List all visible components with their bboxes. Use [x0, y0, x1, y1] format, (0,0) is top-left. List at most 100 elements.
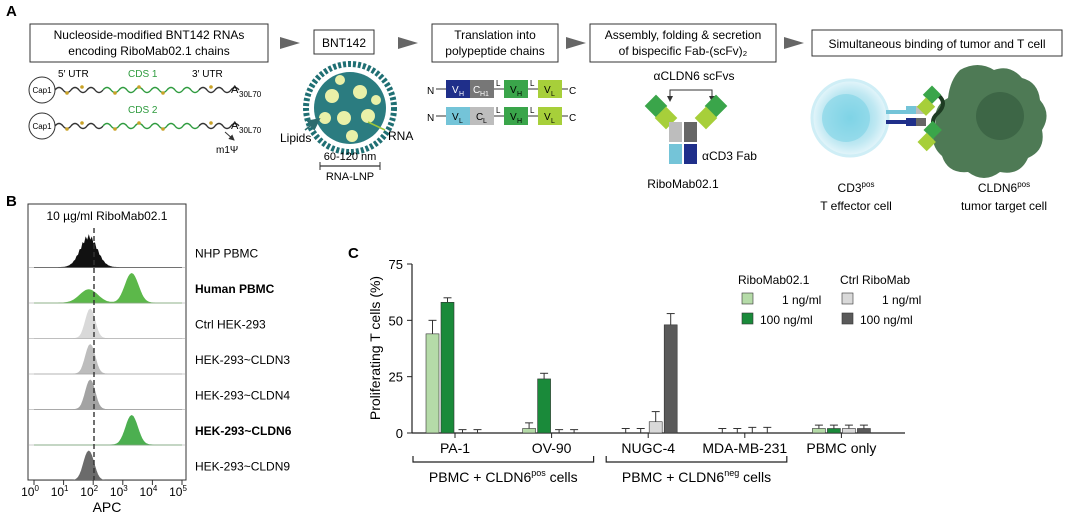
bar-legend-label: 100 ng/ml	[760, 313, 813, 327]
m1psi-label: m1Ψ	[216, 145, 238, 156]
svg-text:H1: H1	[480, 91, 489, 98]
svg-text:H: H	[517, 91, 522, 98]
bar-legend-swatch	[741, 292, 754, 305]
histogram-xtick-label: 103	[110, 484, 128, 499]
rna-construct-1: Cap1 5′ UTR CDS 1 3′ UTR A 30L70	[28, 69, 262, 104]
svg-text:N: N	[427, 86, 434, 97]
bar-bracket	[412, 456, 595, 463]
step-arrow-2-head	[398, 37, 418, 49]
histogram-title: 10 µg/ml RiboMab02.1	[47, 209, 168, 223]
svg-text:CDS 2: CDS 2	[128, 105, 158, 116]
step-assembly-line2: of bispecific Fab-(scFv)₂	[619, 44, 748, 58]
svg-text:L: L	[459, 118, 463, 125]
bar-ylabel: Proliferating T cells (%)	[367, 276, 383, 420]
svg-text:H: H	[459, 91, 464, 98]
svg-text:V: V	[510, 112, 517, 123]
svg-text:5′ UTR: 5′ UTR	[58, 69, 89, 80]
bar-4-0	[812, 428, 826, 434]
bar-ytick-label: 25	[389, 370, 403, 385]
svg-text:L: L	[551, 91, 555, 98]
bar-1-0	[522, 428, 536, 434]
lnp-name: RNA-LNP	[326, 171, 374, 183]
panel-b-letter: B	[6, 193, 17, 210]
bar-legend-swatch	[741, 312, 754, 325]
svg-text:L: L	[483, 118, 487, 125]
panel-c-letter: C	[348, 245, 359, 262]
bar-series	[425, 297, 871, 434]
svg-text:Cap1: Cap1	[32, 86, 52, 95]
bar-bracket-label: PBMC + CLDN6neg cells	[622, 468, 771, 485]
bar-legend-label: 1 ng/ml	[782, 293, 821, 307]
bar-bracket	[605, 456, 788, 463]
t-cell-label-2: T effector cell	[820, 199, 892, 213]
step-translation-line2: polypeptide chains	[445, 44, 544, 58]
svg-text:3′ UTR: 3′ UTR	[192, 69, 223, 80]
histogram-row-label: Ctrl HEK-293	[195, 318, 266, 332]
bar-category-label: MDA-MB-231	[702, 440, 787, 456]
histogram-row-label: HEK-293~CLDN3	[195, 353, 290, 367]
bar-legend-swatch	[841, 292, 854, 305]
polypeptide-chain-heavy: N V H C H1 L V H L V L C	[427, 79, 576, 98]
svg-text:L: L	[551, 118, 555, 125]
histogram-xtick-label: 100	[21, 484, 39, 499]
tumor-cell-illustration	[916, 65, 1047, 178]
step-box-assembly	[589, 23, 777, 63]
svg-text:30L70: 30L70	[239, 126, 262, 135]
histogram-xtick-label: 105	[169, 484, 187, 499]
svg-text:L: L	[530, 106, 535, 115]
histogram-x-axis: 100 101 102 103 104 105	[21, 480, 187, 499]
histogram-xtick-label: 101	[51, 484, 69, 499]
svg-text:30L70: 30L70	[239, 90, 262, 99]
histogram-xtick-label: 104	[139, 484, 157, 499]
bar-4-1	[827, 428, 841, 434]
histogram-row-label: HEK-293~CLDN9	[195, 460, 290, 474]
svg-text:V: V	[510, 85, 517, 96]
lnp-rna-label: RNA	[388, 129, 413, 143]
svg-text:Cap1: Cap1	[32, 122, 52, 131]
step-binding: Simultaneous binding of tumor and T cell	[828, 37, 1045, 51]
svg-text:C: C	[569, 113, 576, 124]
bar-ytick-label: 50	[389, 313, 403, 328]
panel-a-letter: A	[6, 3, 17, 20]
svg-text:L: L	[496, 79, 501, 88]
svg-text:V: V	[452, 85, 459, 96]
step-arrow-1-head	[280, 37, 300, 49]
step-bnt142: BNT142	[322, 36, 366, 50]
step-translation-line1: Translation into	[454, 28, 536, 42]
bar-legend-title: Ctrl RiboMab	[840, 273, 910, 287]
bar-legend-label: 100 ng/ml	[860, 313, 913, 327]
lnp-illustration: Lipids RNA 60-120 nm RNA-LNP	[280, 61, 413, 183]
bar-legend-title: RiboMab02.1	[738, 273, 810, 287]
histogram-row-label: HEK-293~CLDN6	[195, 424, 292, 438]
histogram-row-label: HEK-293~CLDN4	[195, 389, 290, 403]
svg-text:A: A	[231, 84, 239, 96]
bar-category-label: NUGC-4	[621, 440, 675, 456]
bar-ytick-label: 75	[389, 257, 403, 272]
tumor-cell-label-1: CLDN6pos	[978, 180, 1030, 195]
svg-text:C: C	[473, 85, 480, 96]
svg-text:L: L	[530, 79, 535, 88]
histogram-xtick-label: 102	[80, 484, 98, 499]
bar-2-3	[663, 324, 678, 434]
svg-text:CDS 1: CDS 1	[128, 69, 158, 80]
svg-text:A: A	[231, 120, 239, 132]
tumor-cell-label-2: tumor target cell	[961, 199, 1047, 213]
bar-2-2	[648, 421, 663, 434]
step-arrow-3-head	[566, 37, 586, 49]
histogram-row-label: NHP PBMC	[195, 247, 258, 261]
bar-ytick-label: 0	[396, 426, 403, 441]
fab-label: αCD3 Fab	[702, 149, 757, 163]
rna-construct-2: Cap1 CDS 2 A 30L70 m1Ψ	[28, 105, 262, 156]
bar-legend-label: 1 ng/ml	[882, 293, 921, 307]
svg-text:V: V	[544, 112, 551, 123]
bar-category-label: OV-90	[532, 440, 572, 456]
bar-0-1	[440, 302, 455, 434]
svg-text:H: H	[517, 118, 522, 125]
step-assembly-line1: Assembly, folding & secretion	[605, 28, 762, 42]
step-box-rna	[29, 23, 269, 63]
polypeptide-chain-light: N V L C L L V H L V L C	[427, 106, 576, 125]
t-cell-label-1: CD3pos	[838, 180, 875, 195]
